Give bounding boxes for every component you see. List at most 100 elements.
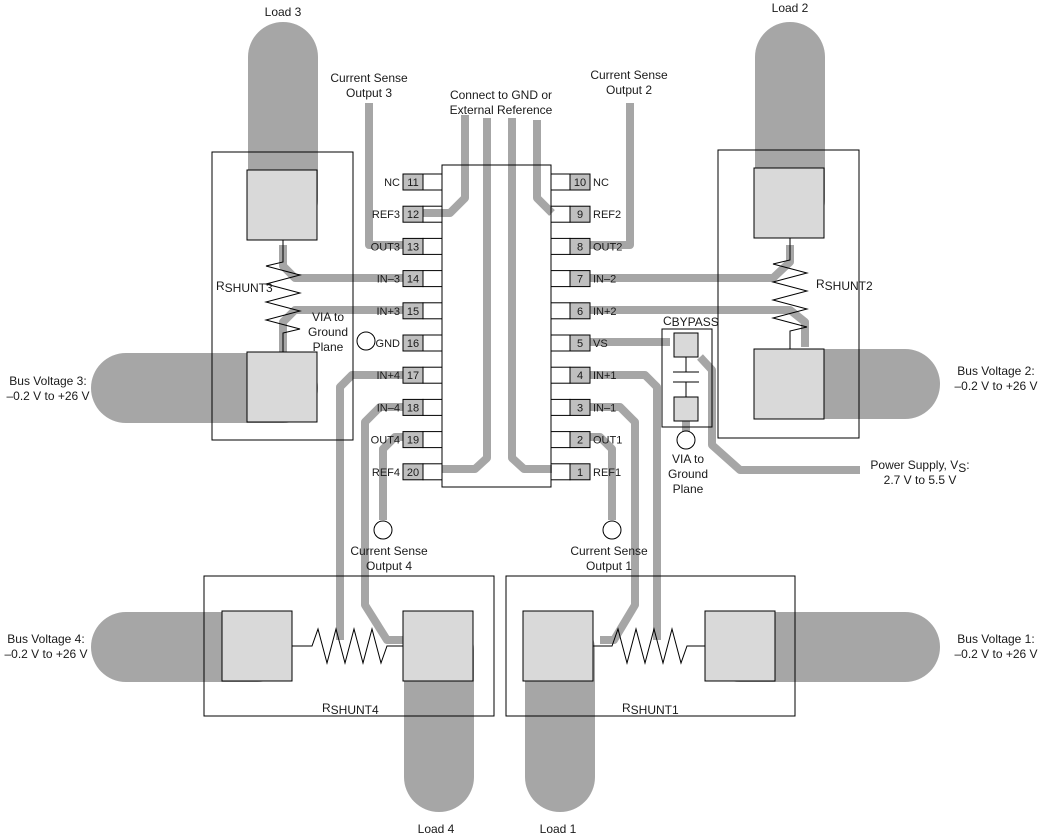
pin-name-in-1: IN–1	[593, 402, 616, 414]
pin-7-lead	[550, 270, 571, 288]
pin-8-box	[569, 237, 591, 255]
pin-name-in+3: IN+3	[376, 306, 400, 318]
pin-1-lead	[550, 463, 571, 481]
pin-name-vs: VS	[593, 338, 608, 350]
out1-trace	[590, 433, 616, 520]
pin-number: 5	[577, 338, 583, 350]
rshunt2-resistor	[771, 238, 809, 349]
ref-trace-a	[442, 118, 491, 473]
pin-number: 7	[577, 274, 583, 286]
bus1-label-line1: Bus Voltage 1:	[957, 632, 1034, 646]
gnd-ref-label-line2: External Reference	[450, 103, 553, 117]
bus1-label-line2: –0.2 V to +26 V	[954, 647, 1037, 661]
pin-13-lead	[422, 237, 443, 255]
pin-6-lead	[550, 302, 571, 320]
cs1-via	[602, 520, 622, 540]
pin-number: 6	[577, 306, 583, 318]
cbypass-pad-bottom	[673, 396, 699, 422]
out2-trace	[590, 103, 634, 249]
rshunt3-outline	[211, 151, 354, 441]
gnd-ref-label-line1: Connect to GND or	[450, 88, 552, 102]
out4-trace	[379, 433, 405, 520]
power-supply-label-line2: 2.7 V to 5.5 V	[884, 473, 957, 487]
cs4-label-line1: Current Sense	[350, 544, 428, 558]
pin-16-lead	[422, 334, 443, 352]
pin-name-in-2: IN–2	[593, 274, 616, 286]
pin-11-lead	[422, 173, 443, 191]
bus4-label-line2: –0.2 V to +26 V	[4, 647, 87, 661]
ic-pin-7: 7 IN–2	[550, 270, 616, 288]
rshunt3-label: RSHUNT3	[216, 279, 273, 295]
pin-15-lead	[422, 302, 443, 320]
pin-18-lead	[422, 398, 443, 416]
pin-name-in-3: IN–3	[377, 274, 400, 286]
cbypass-label: CBYPASS	[663, 314, 719, 329]
in+1-trace	[590, 371, 661, 640]
pin-17-lead	[422, 366, 443, 384]
in-1-trace	[590, 403, 639, 644]
load2-label: Load 2	[772, 1, 809, 15]
ref3-trace	[405, 115, 469, 217]
rshunt1-label: RSHUNT1	[622, 701, 679, 717]
pin-number: 10	[574, 177, 586, 189]
load1-label: Load 1	[540, 822, 577, 836]
rshunt4-outline	[203, 575, 495, 717]
rshunt2-outline	[717, 149, 860, 439]
pin-7-box	[569, 270, 591, 288]
via-right-label-line1: VIA to	[672, 452, 704, 466]
ic-pin-14: 14 IN–3	[377, 270, 443, 288]
rshunt4-resistor	[292, 627, 403, 665]
gnd-via-right	[676, 430, 696, 450]
rshunt4-label: RSHUNT4	[322, 701, 379, 717]
pin-name-nc: NC	[384, 177, 400, 189]
cbypass-outline	[661, 328, 713, 428]
bus4-label-line1: Bus Voltage 4:	[7, 632, 84, 646]
pin-9-lead	[550, 205, 571, 223]
pin-name-nc: NC	[593, 177, 609, 189]
pin-number: 2	[577, 435, 583, 447]
rshunt4-pad-right	[402, 610, 474, 682]
pin-4-lead	[550, 366, 571, 384]
pin-number: 17	[407, 370, 419, 382]
rshunt1-pad-right	[704, 610, 776, 682]
pin-2-box	[569, 431, 591, 449]
pin-number: 19	[407, 435, 419, 447]
via-left-label-line2: Ground	[308, 325, 348, 339]
via-left-label-line3: Plane	[313, 340, 344, 354]
pin-name-in-4: IN–4	[377, 402, 400, 414]
rshunt1-pad-left	[522, 610, 594, 682]
rshunt2-label: RSHUNT2	[816, 277, 873, 293]
rshunt3-pad-bottom	[246, 351, 318, 423]
pin-number: 14	[407, 274, 419, 286]
ic-body	[441, 164, 552, 488]
pin-2-lead	[550, 431, 571, 449]
pin-name-ref3: REF3	[372, 209, 400, 221]
rshunt2-pad-top	[753, 167, 825, 239]
pin-number: 15	[407, 306, 419, 318]
cbypass-capacitor	[673, 357, 699, 397]
via-left-label-line1: VIA to	[312, 310, 344, 324]
pin-8-lead	[550, 237, 571, 255]
pin-name-ref1: REF1	[593, 467, 621, 479]
cs2-label-line1: Current Sense	[590, 68, 668, 82]
gnd-via-left	[356, 331, 376, 351]
cs3-label-line2: Output 3	[346, 86, 392, 100]
pin-5-box	[569, 334, 591, 352]
rshunt3-pad-top	[246, 169, 318, 241]
rshunt2-pad-bottom	[753, 348, 825, 420]
supply-trace	[697, 354, 860, 474]
load4-label: Load 4	[418, 822, 455, 836]
ref-trace-b	[508, 118, 552, 473]
pin-number: 8	[577, 241, 583, 253]
bus3-label-line2: –0.2 V to +26 V	[6, 389, 89, 403]
